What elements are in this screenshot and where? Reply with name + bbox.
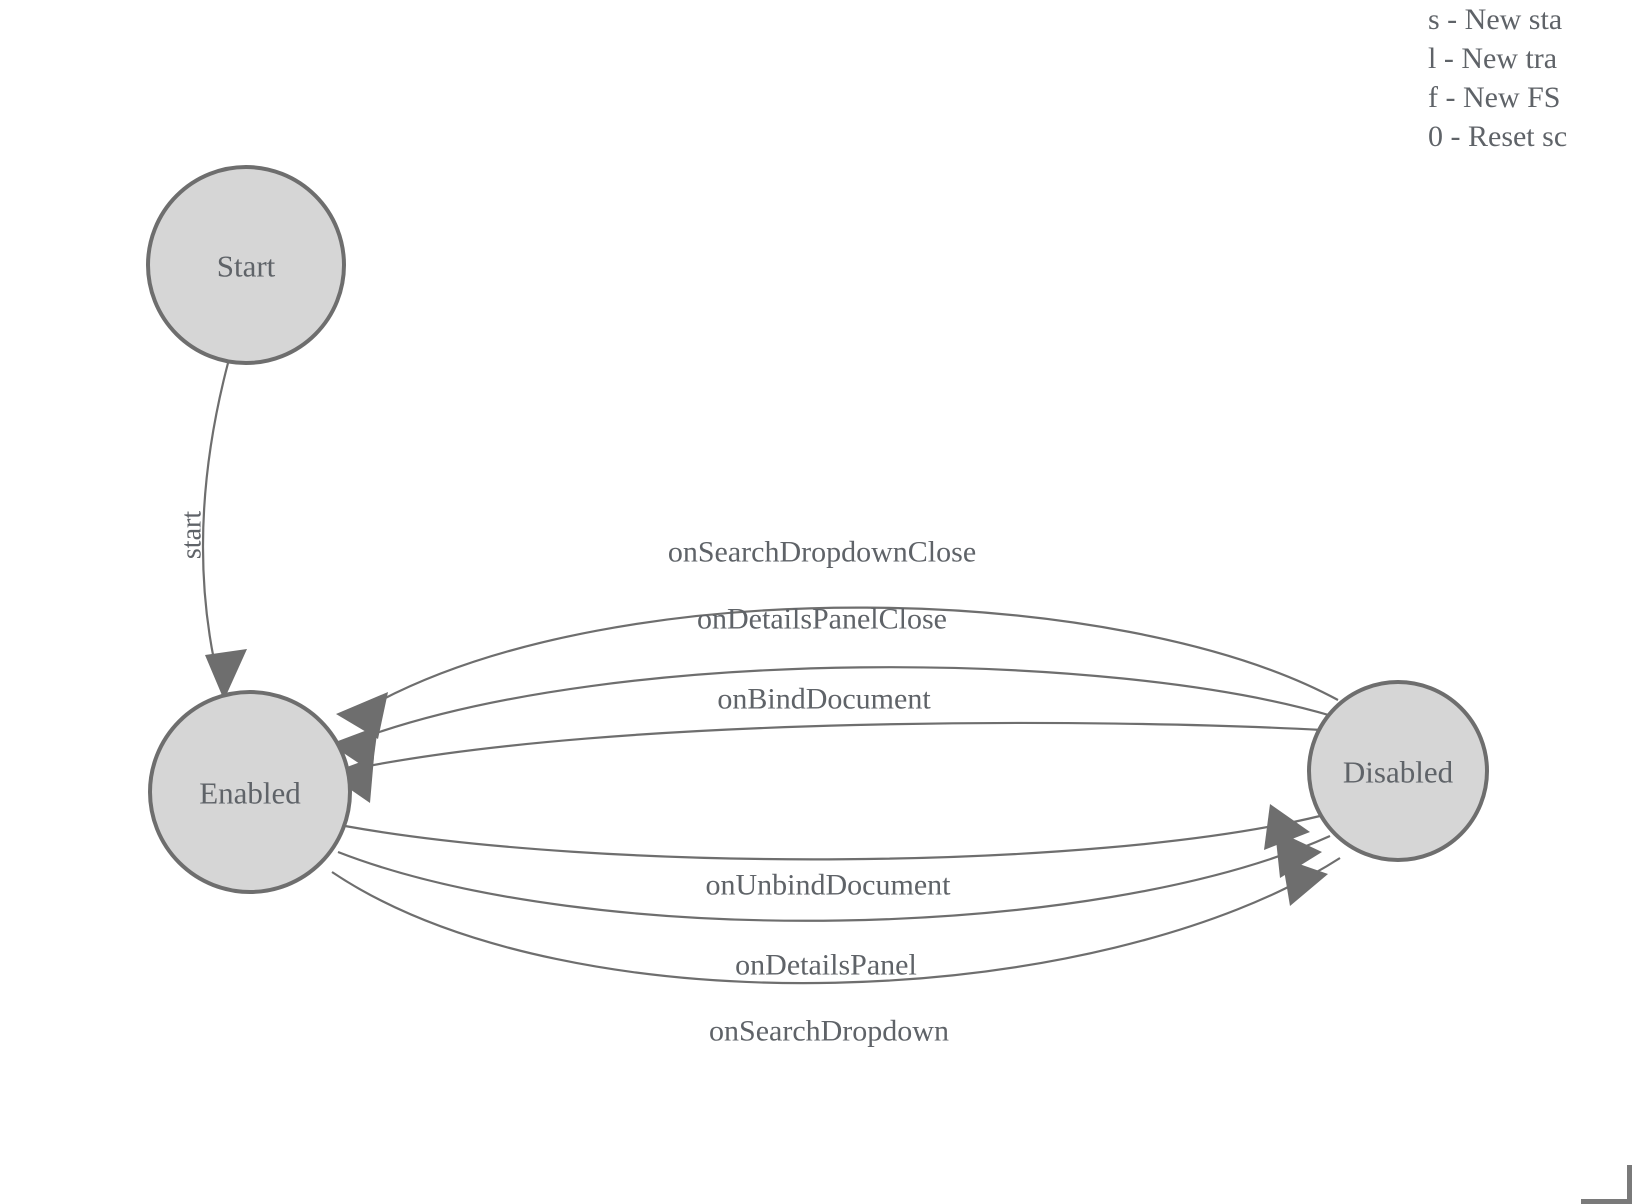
state-circle-start bbox=[146, 165, 346, 365]
transition-onsearchdropdown-path bbox=[331, 857, 1341, 985]
transition-ondetailspanelclose-path bbox=[361, 666, 1333, 740]
resize-corner-handle[interactable] bbox=[1581, 1165, 1632, 1204]
transition-onunbinddocument-path bbox=[344, 814, 1321, 861]
state-label-start: Start bbox=[217, 249, 276, 284]
legend-line-new-state: s - New sta bbox=[1428, 3, 1563, 36]
transition-label-onunbinddocument: onUnbindDocument bbox=[706, 869, 952, 902]
state-label-enabled: Enabled bbox=[199, 776, 301, 811]
transition-start-arrowhead bbox=[205, 649, 247, 700]
state-node-enabled[interactable]: Enabled bbox=[148, 690, 352, 894]
legend-line-new-fsm: f - New FS bbox=[1428, 81, 1561, 114]
transition-start[interactable] bbox=[201, 362, 247, 700]
transition-onbinddocument-path bbox=[357, 721, 1323, 770]
transition-onsearchdropdown[interactable] bbox=[331, 857, 1341, 985]
legend-line-reset: 0 - Reset sc bbox=[1428, 120, 1568, 153]
transition-ondetailspanel-path bbox=[337, 834, 1331, 922]
state-label-disabled: Disabled bbox=[1343, 755, 1454, 790]
state-circle-disabled bbox=[1307, 680, 1489, 862]
state-node-start[interactable]: Start bbox=[146, 165, 346, 365]
transition-start-path bbox=[201, 362, 230, 661]
state-circle-enabled bbox=[148, 690, 352, 894]
transition-label-start: start bbox=[177, 511, 208, 559]
transition-onsearchdropdownclose-path bbox=[371, 606, 1339, 706]
transition-label-ondetailspanelclose: onDetailsPanelClose bbox=[697, 603, 947, 636]
transition-onunbinddocument[interactable] bbox=[344, 804, 1321, 861]
keyboard-shortcuts-legend: s - New sta l - New tra f - New FS 0 - R… bbox=[1428, 0, 1632, 156]
transition-onunbinddocument-arrowhead bbox=[1264, 804, 1310, 850]
state-node-disabled[interactable]: Disabled bbox=[1307, 680, 1489, 862]
transition-label-onsearchdropdownclose: onSearchDropdownClose bbox=[668, 536, 976, 569]
transition-label-onsearchdropdown: onSearchDropdown bbox=[709, 1015, 949, 1048]
transition-onsearchdropdown-arrowhead bbox=[1282, 858, 1328, 906]
transition-label-onbinddocument: onBindDocument bbox=[717, 683, 931, 716]
legend-line-new-transition: l - New tra bbox=[1428, 42, 1558, 75]
transition-label-ondetailspanel: onDetailsPanel bbox=[735, 949, 917, 982]
transition-onbinddocument[interactable] bbox=[328, 721, 1323, 803]
